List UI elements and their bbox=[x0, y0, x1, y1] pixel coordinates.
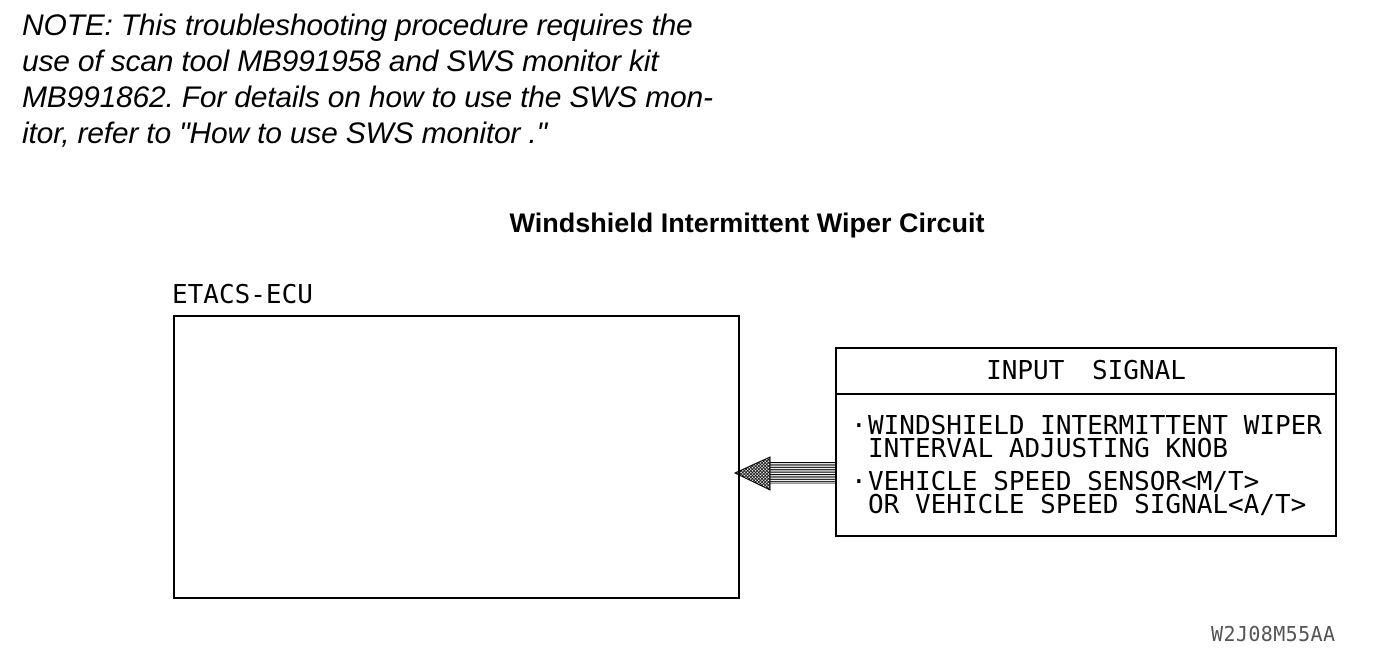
item-line: OR VEHICLE SPEED SIGNAL<A/T> bbox=[868, 490, 1307, 520]
input-signal-item: · VEHICLE SPEED SENSOR<M/T> OR VEHICLE S… bbox=[851, 467, 1335, 520]
input-signal-header: INPUT SIGNAL bbox=[837, 349, 1335, 395]
note-paragraph: NOTE: This troubleshooting procedure req… bbox=[22, 8, 762, 152]
item-line: INTERVAL ADJUSTING KNOB bbox=[868, 434, 1229, 464]
input-signal-item: · WINDSHIELD INTERMITTENT WIPER INTERVAL… bbox=[851, 411, 1335, 464]
item-line: WINDSHIELD INTERMITTENT WIPER bbox=[868, 411, 1322, 441]
item-line: VEHICLE SPEED SENSOR<M/T> bbox=[868, 467, 1260, 497]
arrow-shaft bbox=[770, 462, 835, 484]
bullet-icon: · bbox=[851, 411, 867, 441]
item-text: VEHICLE SPEED SENSOR<M/T> OR VEHICLE SPE… bbox=[868, 467, 1307, 520]
note-line: NOTE: This troubleshooting procedure req… bbox=[22, 9, 693, 42]
figure-title: Windshield Intermittent Wiper Circuit bbox=[509, 208, 985, 238]
note-line: MB991862. For details on how to use the … bbox=[22, 81, 713, 114]
item-text: WINDSHIELD INTERMITTENT WIPER INTERVAL A… bbox=[868, 411, 1322, 464]
arrow-head bbox=[733, 456, 771, 491]
bullet-icon: · bbox=[851, 467, 867, 497]
input-signal-body: · WINDSHIELD INTERMITTENT WIPER INTERVAL… bbox=[837, 395, 1335, 520]
ecu-box-label: ETACS-ECU bbox=[172, 280, 313, 310]
note-line: itor, refer to "How to use SWS monitor .… bbox=[22, 117, 547, 150]
input-signal-box: INPUT SIGNAL · WINDSHIELD INTERMITTENT W… bbox=[835, 347, 1337, 537]
ecu-box bbox=[173, 315, 740, 599]
figure-code: W2J08M55AA bbox=[1211, 622, 1336, 646]
input-signal-arrow-icon bbox=[733, 456, 835, 491]
note-line: use of scan tool MB991958 and SWS monito… bbox=[22, 45, 659, 78]
